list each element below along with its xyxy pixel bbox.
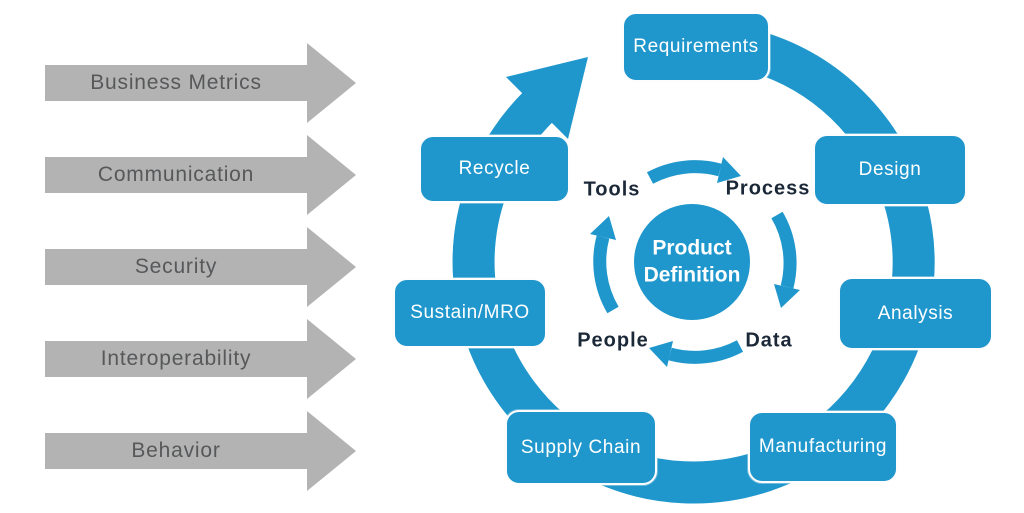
inner-arrowhead-top xyxy=(717,157,741,183)
inner-arrowhead-bottom xyxy=(649,341,673,367)
input-label-security: Security xyxy=(134,255,218,278)
input-arrow-security xyxy=(45,227,356,307)
inner-arc-right xyxy=(771,211,797,289)
inner-cycle-arcs xyxy=(593,160,797,364)
inner-arrowhead-left xyxy=(590,216,616,240)
stage-box-design: Design xyxy=(813,134,967,206)
stage-box-manufacturing: Manufacturing xyxy=(748,411,898,483)
input-arrows-group xyxy=(45,43,356,491)
enabler-label-people: People xyxy=(577,329,649,352)
inner-arc-top xyxy=(646,160,722,184)
input-label-interoperability: Interoperability xyxy=(100,347,252,370)
stage-box-requirements: Requirements xyxy=(622,12,770,82)
inner-arc-bottom xyxy=(668,340,744,364)
input-arrow-business-metrics xyxy=(45,43,356,123)
lifecycle-ring-arrowhead xyxy=(506,57,588,139)
hub-circle xyxy=(634,204,750,320)
input-label-business-metrics: Business Metrics xyxy=(90,71,262,94)
stage-box-supply-chain: Supply Chain xyxy=(505,410,657,485)
input-arrow-communication xyxy=(45,135,356,215)
hub-label: Product Definition xyxy=(644,235,741,290)
stage-box-sustain-mro: Sustain/MRO xyxy=(393,278,547,348)
enabler-label-tools: Tools xyxy=(583,178,641,201)
stage-box-recycle: Recycle xyxy=(419,135,570,203)
hub-label-line2: Definition xyxy=(643,264,741,287)
stage-box-analysis: Analysis xyxy=(838,277,993,350)
enabler-label-process: Process xyxy=(725,177,811,200)
hub-label-line1: Product xyxy=(652,236,732,260)
input-label-behavior: Behavior xyxy=(131,439,221,462)
enabler-label-data: Data xyxy=(745,329,793,352)
input-label-communication: Communication xyxy=(97,163,255,186)
inner-arrowhead-right xyxy=(774,284,800,308)
input-arrow-interoperability xyxy=(45,319,356,399)
inner-arc-left xyxy=(593,235,619,314)
inner-cycle-arrowheads xyxy=(590,157,800,367)
input-arrow-behavior xyxy=(45,411,356,491)
